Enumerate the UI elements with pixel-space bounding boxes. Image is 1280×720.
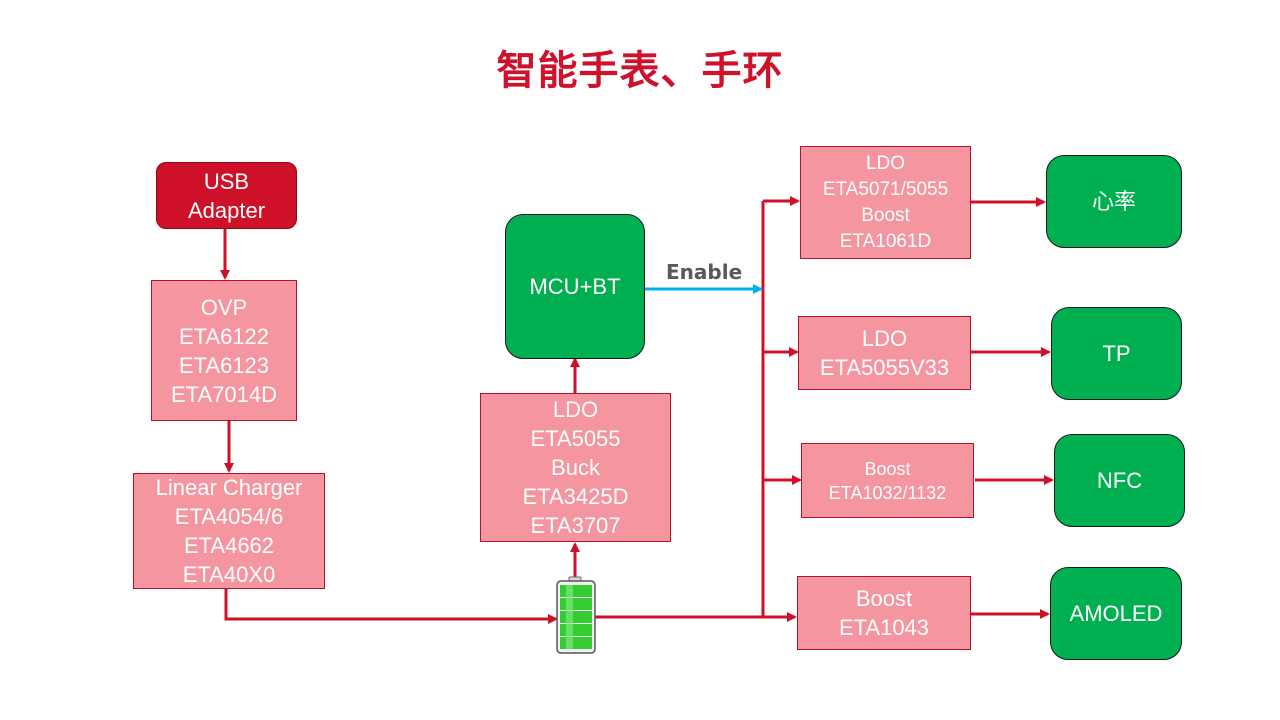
node-label: ETA4054/6 [174, 504, 284, 529]
enable-label: Enable [666, 260, 743, 284]
node-label: ETA7014D [171, 381, 277, 407]
rail1-ldo-boost-node: LDO ETA5071/5055 Boost ETA1061D [800, 146, 971, 259]
rail2-ldo-node: LDO ETA5055V33 [798, 316, 971, 390]
node-label: Adapter [187, 197, 266, 223]
node-label: OVP [200, 294, 248, 320]
node-label: LDO [865, 152, 906, 174]
node-label: LDO [861, 326, 908, 351]
node-label: Linear Charger [155, 475, 303, 500]
usb-adapter-node: USB Adapter [156, 162, 297, 229]
node-label: ETA6122 [178, 323, 270, 349]
amoled-node: AMOLED [1050, 567, 1182, 660]
node-label: USB [203, 168, 250, 194]
node-label: ETA4662 [183, 533, 275, 558]
node-label: Boost [855, 586, 913, 611]
tp-node: TP [1051, 307, 1182, 400]
node-label: ETA1061D [839, 230, 932, 252]
mcu-bt-node: MCU+BT [505, 214, 645, 359]
node-label: MCU+BT [529, 274, 621, 299]
heart-rate-node: 心率 [1046, 155, 1182, 248]
node-label: ETA5055V33 [819, 355, 950, 380]
linear-charger-node: Linear Charger ETA4054/6 ETA4662 ETA40X0 [133, 473, 325, 589]
battery-icon [556, 576, 596, 654]
node-label: ETA40X0 [182, 562, 276, 587]
node-label: LDO [552, 397, 599, 422]
node-label: ETA5071/5055 [822, 178, 949, 200]
node-label: ETA3425D [522, 484, 629, 509]
rail3-boost-node: Boost ETA1032/1132 [801, 443, 974, 518]
node-label: ETA6123 [178, 352, 270, 378]
node-label: ETA1032/1132 [828, 482, 947, 503]
node-label: Buck [551, 455, 600, 480]
charger-to-battery [224, 589, 558, 624]
node-label: ETA3707 [530, 513, 621, 538]
rail4-boost-node: Boost ETA1043 [797, 576, 971, 650]
node-label: Boost [861, 204, 910, 226]
node-label: TP [1102, 341, 1131, 366]
node-label: Boost [864, 458, 911, 479]
page-title: 智能手表、手环 [496, 48, 784, 94]
node-label: ETA5055 [530, 426, 621, 451]
mcu-ldo-buck-node: LDO ETA5055 Buck ETA3425D ETA3707 [480, 393, 671, 542]
node-label: 心率 [1091, 189, 1136, 214]
ovp-node: OVP ETA6122 ETA6123 ETA7014D [151, 280, 297, 421]
node-label: AMOLED [1069, 601, 1163, 626]
node-label: NFC [1096, 468, 1143, 493]
node-label: ETA1043 [838, 615, 930, 640]
nfc-node: NFC [1054, 434, 1185, 527]
